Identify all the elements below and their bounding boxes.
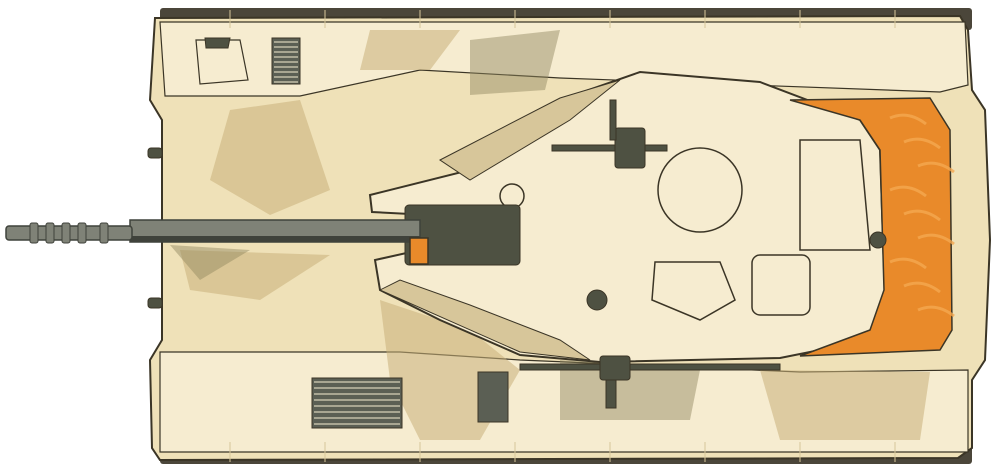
muzzle-ring: [99, 222, 109, 244]
fender-divider-lines: [229, 10, 896, 462]
tow-hook: [147, 147, 163, 309]
bustle-rack-texture: [889, 113, 955, 318]
bustle-fold: [889, 113, 927, 126]
bustle-fold: [917, 161, 955, 174]
gun-barrel-shadow: [130, 236, 420, 242]
vent-fan: [499, 183, 525, 209]
bustle-fold: [903, 137, 941, 150]
camo-patch: [760, 370, 930, 440]
turret-cheek-armor: [378, 279, 591, 361]
bustle-fold: [889, 257, 927, 270]
gunner-sight: [751, 254, 811, 316]
commander-machine-gun: [551, 99, 668, 169]
loader-machine-gun: [519, 355, 781, 409]
muzzle-ring: [45, 222, 55, 244]
bustle-fold: [917, 233, 955, 246]
bustle-fold: [889, 185, 927, 198]
turret: [368, 70, 955, 409]
upper-sponson: [159, 21, 969, 97]
periscope-knob: [586, 289, 608, 311]
camo-patch: [360, 30, 460, 70]
muzzle-brake-rings: [29, 222, 109, 244]
engine-deck-grille: [477, 371, 509, 423]
front-vent-grille: [271, 37, 301, 85]
muzzle-ring: [77, 222, 87, 244]
bustle-fold: [917, 305, 955, 318]
grille-lines: [314, 381, 400, 425]
main-gun: [5, 204, 521, 266]
bustle-fold: [903, 281, 941, 294]
bustle-fold: [903, 209, 941, 222]
camo-patch: [180, 250, 330, 300]
muzzle-ring: [29, 222, 39, 244]
loader-hatch: [651, 261, 736, 321]
camo-patch: [210, 100, 330, 215]
turret-bustle: [789, 97, 953, 357]
grille-lines: [274, 41, 298, 83]
camo-patch: [170, 245, 250, 280]
camo-patch: [560, 360, 700, 420]
commander-hatch: [799, 139, 871, 251]
commander-cupola: [657, 147, 743, 233]
camo-patch: [470, 30, 560, 95]
driver-periscope: [204, 37, 231, 49]
muzzle-ring: [61, 222, 71, 244]
rear-engine-grille: [311, 377, 403, 429]
periscope-knob: [869, 231, 887, 249]
turret-cheek-armor: [439, 79, 621, 181]
gun-breech-detail: [409, 237, 429, 265]
